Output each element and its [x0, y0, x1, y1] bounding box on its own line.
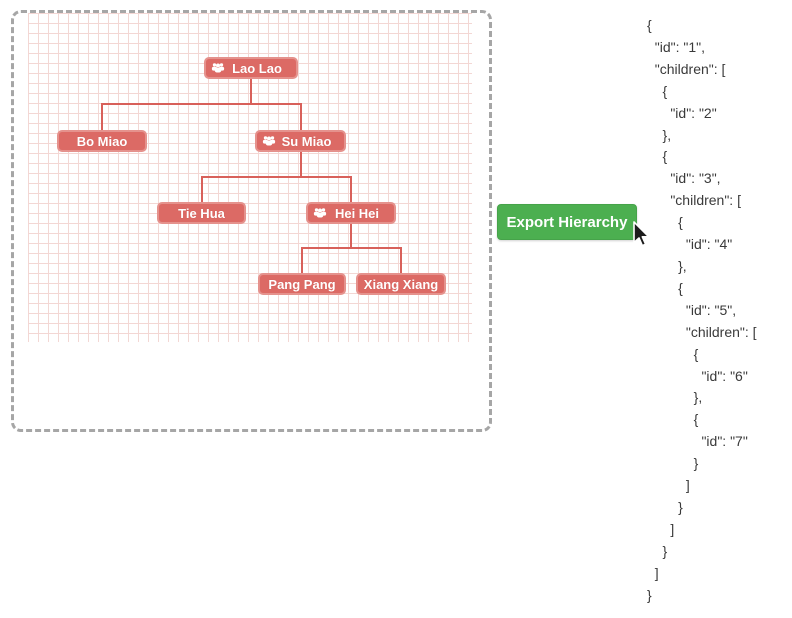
tree-node[interactable]: Xiang Xiang	[356, 273, 446, 295]
users-icon	[313, 208, 327, 218]
tree-connector	[350, 178, 352, 202]
tree-node-label: Bo Miao	[76, 133, 128, 149]
tree-connector	[300, 105, 302, 130]
tree-connector	[250, 79, 252, 103]
tree-node-label: Xiang Xiang	[363, 276, 439, 292]
tree-node[interactable]: Lao Lao	[204, 57, 298, 79]
users-icon	[211, 63, 225, 73]
json-output-text: { "id": "1", "children": [ { "id": "2" }…	[647, 17, 757, 603]
tree-connector	[101, 103, 302, 105]
tree-node-label: Pang Pang	[268, 276, 336, 292]
tree-node-label: Hei Hei	[334, 205, 380, 221]
tree-connector	[201, 176, 352, 178]
tree-node[interactable]: Su Miao	[255, 130, 346, 152]
export-hierarchy-button[interactable]: Export Hierarchy	[497, 204, 637, 240]
tree-connector	[101, 105, 103, 130]
tree-node[interactable]: Tie Hua	[157, 202, 246, 224]
tree-node[interactable]: Bo Miao	[57, 130, 147, 152]
tree-connector	[400, 249, 402, 273]
tree-connector	[300, 152, 302, 176]
tree-node-label: Su Miao	[281, 133, 332, 149]
tree-node[interactable]: Pang Pang	[258, 273, 346, 295]
tree-connector	[201, 178, 203, 202]
tree-node-label: Lao Lao	[232, 60, 282, 76]
tree-connector	[301, 247, 402, 249]
tree-connector	[350, 224, 352, 247]
users-icon	[262, 136, 276, 146]
tree-node-label: Tie Hua	[178, 205, 225, 221]
tree-node[interactable]: Hei Hei	[306, 202, 396, 224]
tree-connector	[301, 249, 303, 273]
